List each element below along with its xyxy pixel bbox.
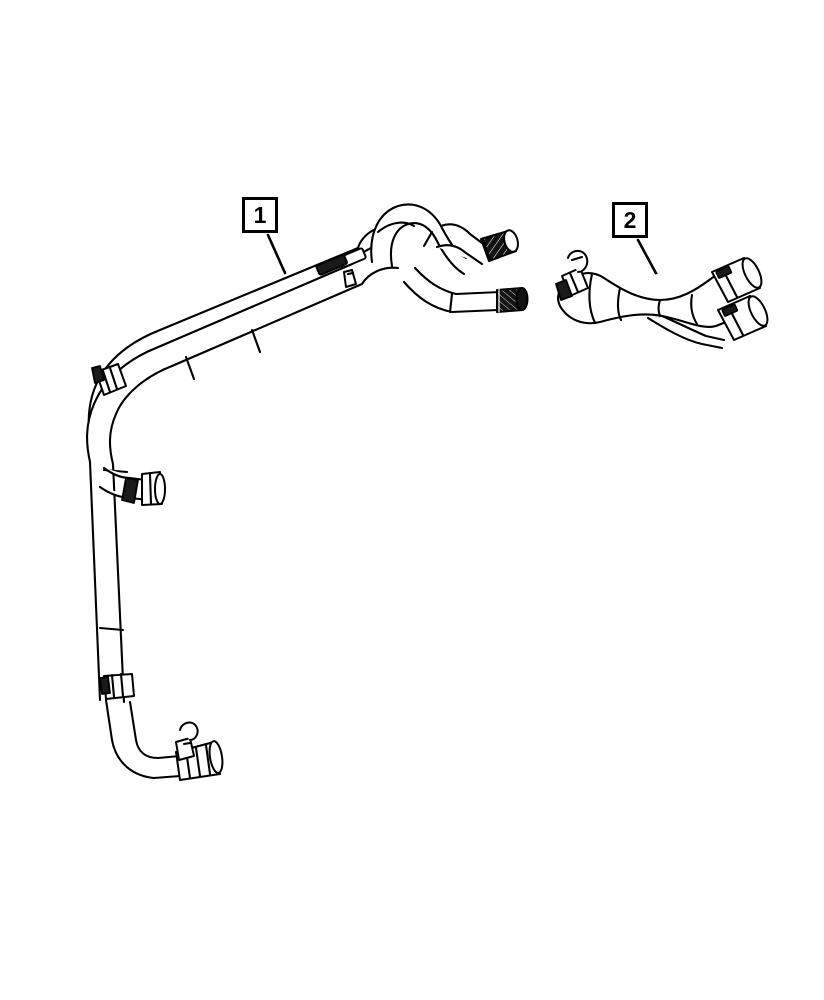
part1-retention-clip-mid — [315, 253, 348, 276]
part1-clamp-left-bend — [91, 363, 127, 396]
part1-clamp-lower-vertical — [99, 672, 135, 700]
part1-connector-tip-bottom — [175, 721, 224, 781]
part1-connector-tip-upper — [480, 229, 519, 262]
part1-branch-lower — [402, 266, 502, 314]
leader-line-2 — [636, 238, 660, 279]
part1-connector-tip-lower — [496, 287, 529, 313]
part1-inner-hose — [86, 244, 400, 704]
part1-branch-upper — [435, 223, 488, 266]
leader-line-1 — [266, 233, 287, 275]
part1-lower-elbow — [104, 698, 182, 780]
callout-box-1[interactable]: 1 — [242, 197, 278, 233]
part2-quick-connect-lower — [717, 294, 769, 341]
callout-box-2[interactable]: 2 — [612, 202, 648, 238]
part2-quick-connect-upper — [711, 256, 763, 303]
part2-spring-clamp-left — [555, 250, 589, 301]
callout-number-1: 1 — [253, 201, 267, 228]
callout-number-2: 2 — [623, 206, 637, 233]
part1-quick-connect-mid — [98, 466, 166, 506]
